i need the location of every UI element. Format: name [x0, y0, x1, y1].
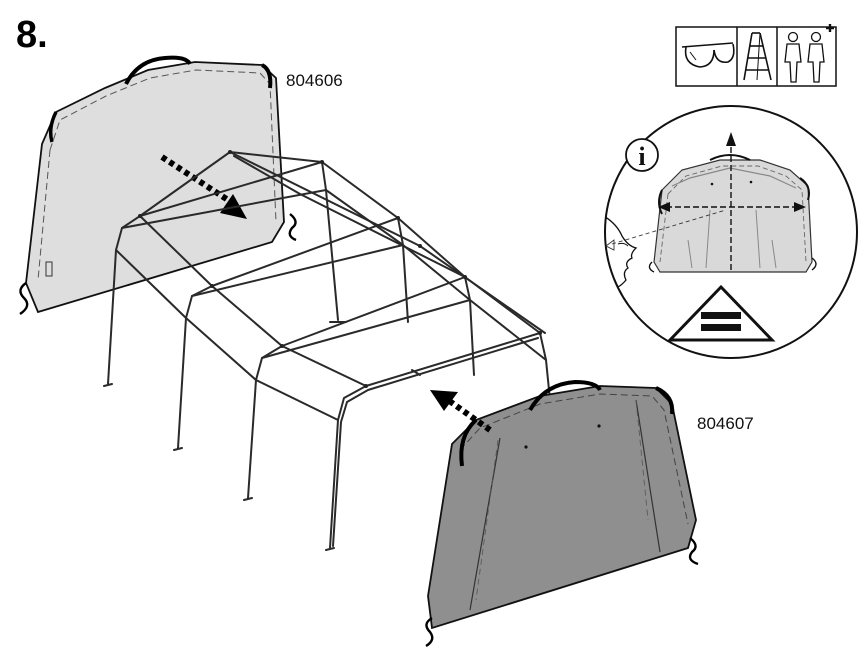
- install-direction-arrow-front: [430, 390, 492, 433]
- alignment-detail-callout: i: [604, 105, 858, 359]
- front-panel-part-number: 804607: [697, 414, 754, 433]
- front-end-panel: [425, 379, 699, 648]
- safety-glasses-icon: [681, 42, 735, 68]
- two-person-icon: [784, 24, 834, 83]
- rear-panel-part-number: 804606: [286, 71, 343, 90]
- requirements-strip: [675, 24, 837, 87]
- svg-text:i: i: [638, 142, 645, 171]
- rear-end-panel: [19, 55, 297, 315]
- step-number: 8.: [16, 14, 48, 56]
- step-ladder-icon: [743, 32, 772, 81]
- carport-frame: [103, 150, 553, 551]
- info-icon: i: [625, 138, 659, 172]
